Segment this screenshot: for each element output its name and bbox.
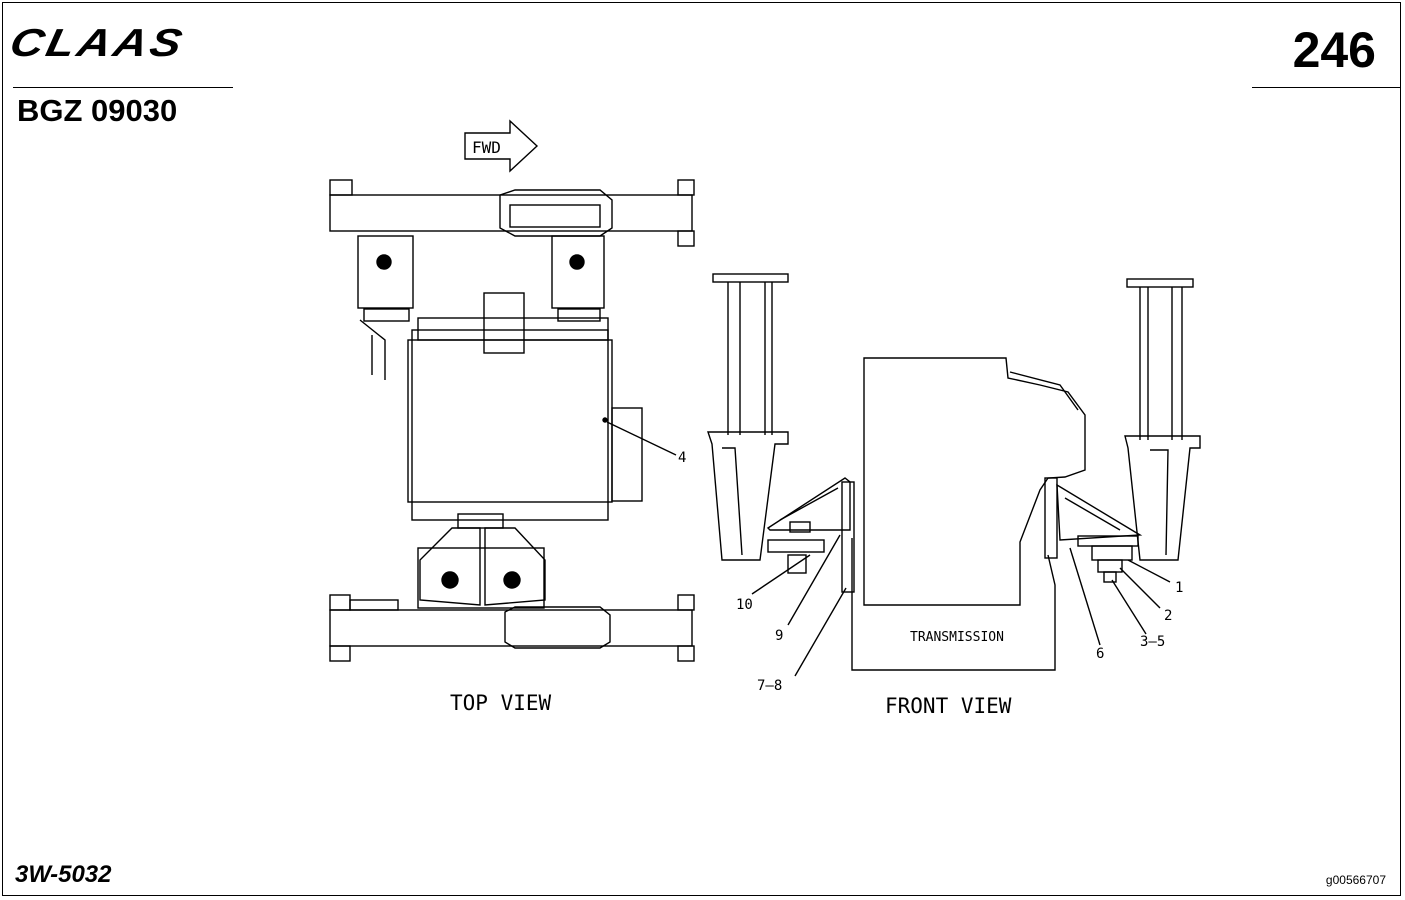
callout-1: 1: [1175, 580, 1183, 596]
transmission-label: TRANSMISSION: [910, 630, 1004, 645]
callout-4: 4: [678, 450, 686, 466]
callout-2: 2: [1164, 608, 1172, 624]
document-number: BGZ 09030: [17, 93, 178, 128]
top-view: 4 TOP VIEW: [329, 179, 695, 715]
front-view-label: FRONT VIEW: [885, 694, 1012, 718]
image-id: g00566707: [1325, 873, 1386, 887]
top-view-label: TOP VIEW: [450, 691, 552, 715]
callout-10: 10: [736, 597, 753, 613]
callout-7-8: 7–8: [757, 678, 782, 694]
page-number: 246: [1292, 22, 1376, 78]
front-view: TRANSMISSION 1 2 3–5 6 7–8 9 10 FRONT VI: [707, 273, 1201, 718]
header-rule-right: [1252, 87, 1400, 88]
callout-9: 9: [775, 628, 783, 644]
fwd-arrow: FWD: [464, 119, 539, 173]
callout-6: 6: [1096, 646, 1104, 662]
footer-code: 3W-5032: [15, 861, 112, 888]
header-rule-left: [13, 87, 233, 88]
callout-3-5: 3–5: [1140, 634, 1165, 650]
fwd-label: FWD: [472, 138, 501, 157]
callout-4-leader: [606, 421, 677, 456]
